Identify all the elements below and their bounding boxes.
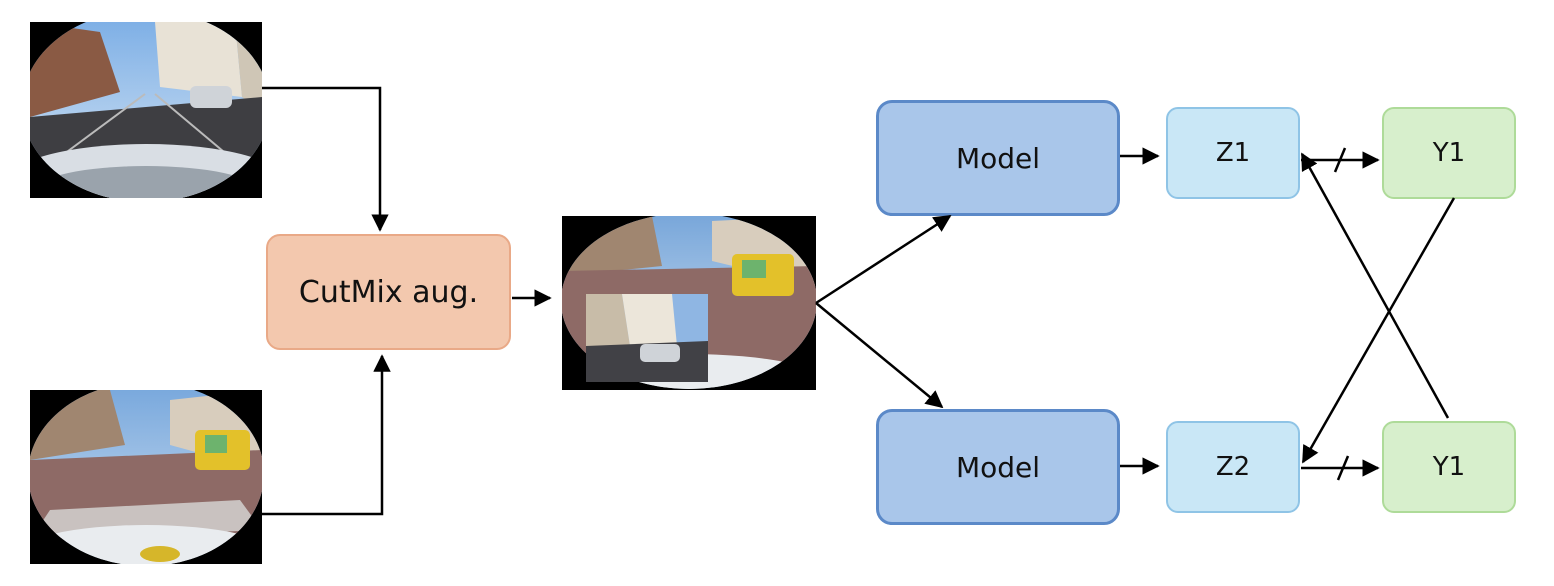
stop-gradient-mark-top: [1333, 147, 1347, 173]
cutmix-result-image: [562, 216, 816, 390]
y1-box-bottom: Y1: [1382, 421, 1516, 513]
z1-box: Z1: [1166, 107, 1300, 199]
model-box-top: Model: [876, 100, 1120, 216]
edge-result-to-model-top: [815, 214, 952, 305]
edge-result-to-model-bottom: [815, 302, 944, 409]
stop-gradient-mark-bottom: [1336, 455, 1350, 481]
cutmix-aug-box: CutMix aug.: [266, 234, 511, 350]
z2-box: Z2: [1166, 421, 1300, 513]
input-image-2: [30, 390, 262, 564]
edge-image2-to-cutmix: [262, 354, 391, 516]
model-box-bottom: Model: [876, 409, 1120, 525]
input-image-1: [30, 22, 262, 198]
y1-box-top: Y1: [1382, 107, 1516, 199]
edge-image1-to-cutmix: [262, 86, 389, 232]
